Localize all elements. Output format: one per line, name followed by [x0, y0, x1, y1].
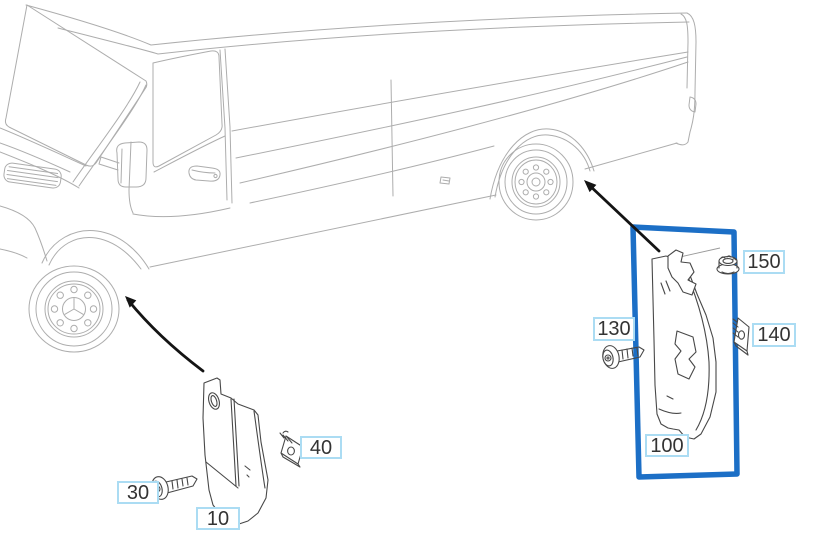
part-140-clip-nut[interactable] — [732, 317, 750, 356]
part-40-clip-nut[interactable] — [279, 430, 304, 468]
rear-wheel — [498, 143, 574, 221]
front-wheel — [28, 265, 120, 353]
callout-30[interactable]: 30 — [117, 481, 159, 504]
callout-40[interactable]: 40 — [300, 436, 342, 459]
arrow-to-rear-wheel — [584, 180, 661, 253]
part-10-front-mud-flap[interactable] — [202, 377, 269, 526]
callout-130[interactable]: 130 — [593, 317, 635, 341]
door-handle — [188, 165, 221, 182]
callout-100[interactable]: 100 — [645, 434, 689, 457]
grille — [3, 162, 62, 189]
side-mirror — [98, 141, 148, 188]
arrow-to-front-wheel — [125, 296, 205, 373]
callout-10[interactable]: 10 — [196, 507, 240, 530]
part-130-screw[interactable] — [601, 344, 645, 370]
van-line-art — [0, 4, 697, 353]
part-150-push-nut[interactable] — [716, 255, 740, 275]
callout-140[interactable]: 140 — [752, 323, 796, 347]
part-100-rear-mud-flap[interactable] — [651, 249, 717, 440]
mercedes-star-icon — [64, 298, 84, 315]
callout-150[interactable]: 150 — [743, 250, 785, 274]
highlight-box-part-100[interactable] — [630, 224, 740, 480]
